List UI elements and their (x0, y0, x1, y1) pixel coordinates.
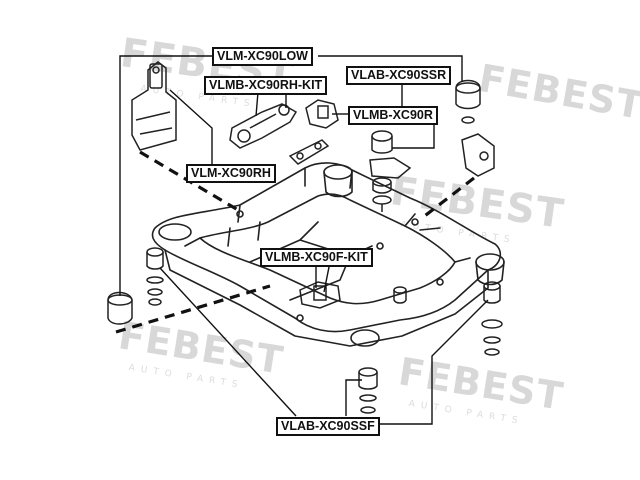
engine-mount-rh (131, 61, 177, 151)
label-vlmb-xc90r: VLMB-XC90R (348, 106, 438, 125)
bushing-ssf-center (358, 367, 378, 414)
dash-right-top (421, 176, 475, 220)
tower-right (475, 253, 505, 271)
leader-vlmb-xc90rh-kit-1 (255, 91, 259, 117)
center-bracket-f-kit (299, 281, 407, 309)
bushing-ssr-stack (369, 130, 412, 212)
label-vlab-xc90ssr: VLAB-XC90SSR (346, 66, 452, 85)
leader-vlab-xc90ssf-right (370, 299, 489, 425)
leader-vlab-xc90ssf-left (159, 267, 297, 417)
mount-bracket-rh-kit (229, 103, 298, 149)
leader-vlmb-xc90f-kit-2 (323, 261, 331, 293)
tower-front (350, 329, 380, 347)
link-bracket (288, 139, 330, 165)
side-rail-left (184, 221, 261, 247)
leader-vlab-xc90ssf-center (345, 379, 362, 416)
engine-mount-right (455, 79, 495, 177)
side-rail-right (404, 213, 471, 263)
leader-vlm-xc90rh (169, 89, 213, 164)
leader-vlm-xc90low (119, 55, 212, 296)
bushing-ssf-right (481, 281, 503, 356)
tower-right-body (475, 261, 505, 286)
tower-left (158, 223, 192, 241)
bolt-hole-1 (236, 210, 244, 218)
engine-mount-low (107, 291, 133, 325)
bolt-hole-4 (296, 314, 304, 322)
label-vlmb-xc90rh-kit: VLMB-XC90RH-KIT (204, 76, 328, 95)
bushing-ssf-left (146, 247, 164, 306)
leader-vlm-xc90low-right (318, 55, 463, 82)
label-vlm-xc90low: VLM-XC90LOW (212, 47, 313, 66)
label-vlmb-xc90f-kit: VLMB-XC90F-KIT (260, 248, 373, 267)
bolt-hole-5 (376, 242, 384, 250)
front-crossmember (164, 249, 489, 347)
bracket-vlmb-xc90r (305, 99, 339, 129)
bolt-hole-2 (411, 218, 419, 226)
label-vlab-xc90ssf: VLAB-XC90SSF (276, 417, 380, 436)
dash-left-bottom (115, 284, 271, 334)
label-vlm-xc90rh: VLM-XC90RH (186, 164, 276, 183)
bolt-hole-3 (436, 278, 444, 286)
tower-rear-body (323, 171, 353, 198)
tower-rear (323, 164, 353, 180)
